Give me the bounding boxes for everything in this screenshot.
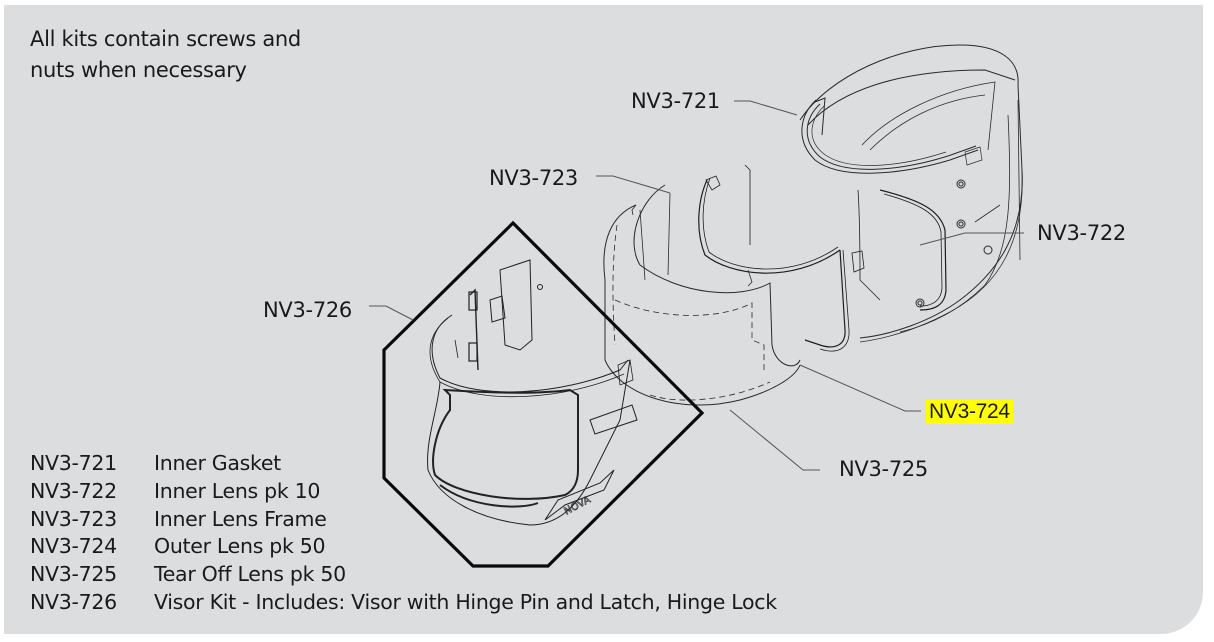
legend-row: NV3-726 Visor Kit - Includes: Visor with… <box>30 589 777 617</box>
kit-note-line: nuts when necessary <box>30 58 247 82</box>
callout-nv3-724-highlighted: NV3-724 <box>926 400 1013 424</box>
visor-kit <box>427 259 638 526</box>
legend-code: NV3-721 <box>30 451 117 475</box>
leader-line-725 <box>729 409 820 471</box>
legend-code: NV3-726 <box>30 589 117 614</box>
legend-description: Outer Lens pk 50 <box>154 534 326 559</box>
kit-note-line: All kits contain screws and <box>30 27 301 51</box>
legend-code: NV3-722 <box>30 478 117 503</box>
leader-lines <box>369 100 1024 471</box>
leader-line-722 <box>919 232 1024 246</box>
helmet-shell <box>799 44 1023 343</box>
legend-row: NV3-723 Inner Lens Frame <box>30 506 777 534</box>
visor-kit-hexagon-frame <box>382 220 705 568</box>
legend-code: NV3-724 <box>30 534 117 559</box>
leader-line-726 <box>369 305 414 321</box>
legend-row: NV3-721 Inner Gasket <box>30 450 777 478</box>
legend-description: Inner Gasket <box>154 451 281 475</box>
outer-lens <box>603 184 801 406</box>
legend-description: Tear Off Lens pk 50 <box>154 562 346 587</box>
diagram-panel <box>4 5 1203 634</box>
leader-line-723 <box>596 175 671 194</box>
legend-description: Inner Lens Frame <box>154 506 327 531</box>
callout-nv3-723: NV3-723 <box>489 166 578 190</box>
legend-code: NV3-723 <box>30 506 117 531</box>
callout-nv3-721: NV3-721 <box>631 89 720 113</box>
callout-nv3-726: NV3-726 <box>263 298 352 322</box>
legend-description: Visor Kit - Includes: Visor with Hinge P… <box>154 589 777 614</box>
kit-note: All kits contain screws and nuts when ne… <box>30 24 301 86</box>
legend-row: NV3-724 Outer Lens pk 50 <box>30 533 777 561</box>
leader-line-721 <box>734 100 798 116</box>
legend-row: NV3-722 Inner Lens pk 10 <box>30 478 777 506</box>
legend-description: Inner Lens pk 10 <box>154 478 321 503</box>
parts-legend: NV3-721 Inner Gasket NV3-722 Inner Lens … <box>30 450 777 617</box>
callout-nv3-722: NV3-722 <box>1037 221 1126 245</box>
legend-row: NV3-725 Tear Off Lens pk 50 <box>30 561 777 589</box>
inner-gasket <box>801 97 983 174</box>
inner-lens-frame <box>698 164 947 352</box>
legend-code: NV3-725 <box>30 562 117 587</box>
leader-line-724 <box>799 364 921 412</box>
callout-nv3-725: NV3-725 <box>839 457 928 481</box>
